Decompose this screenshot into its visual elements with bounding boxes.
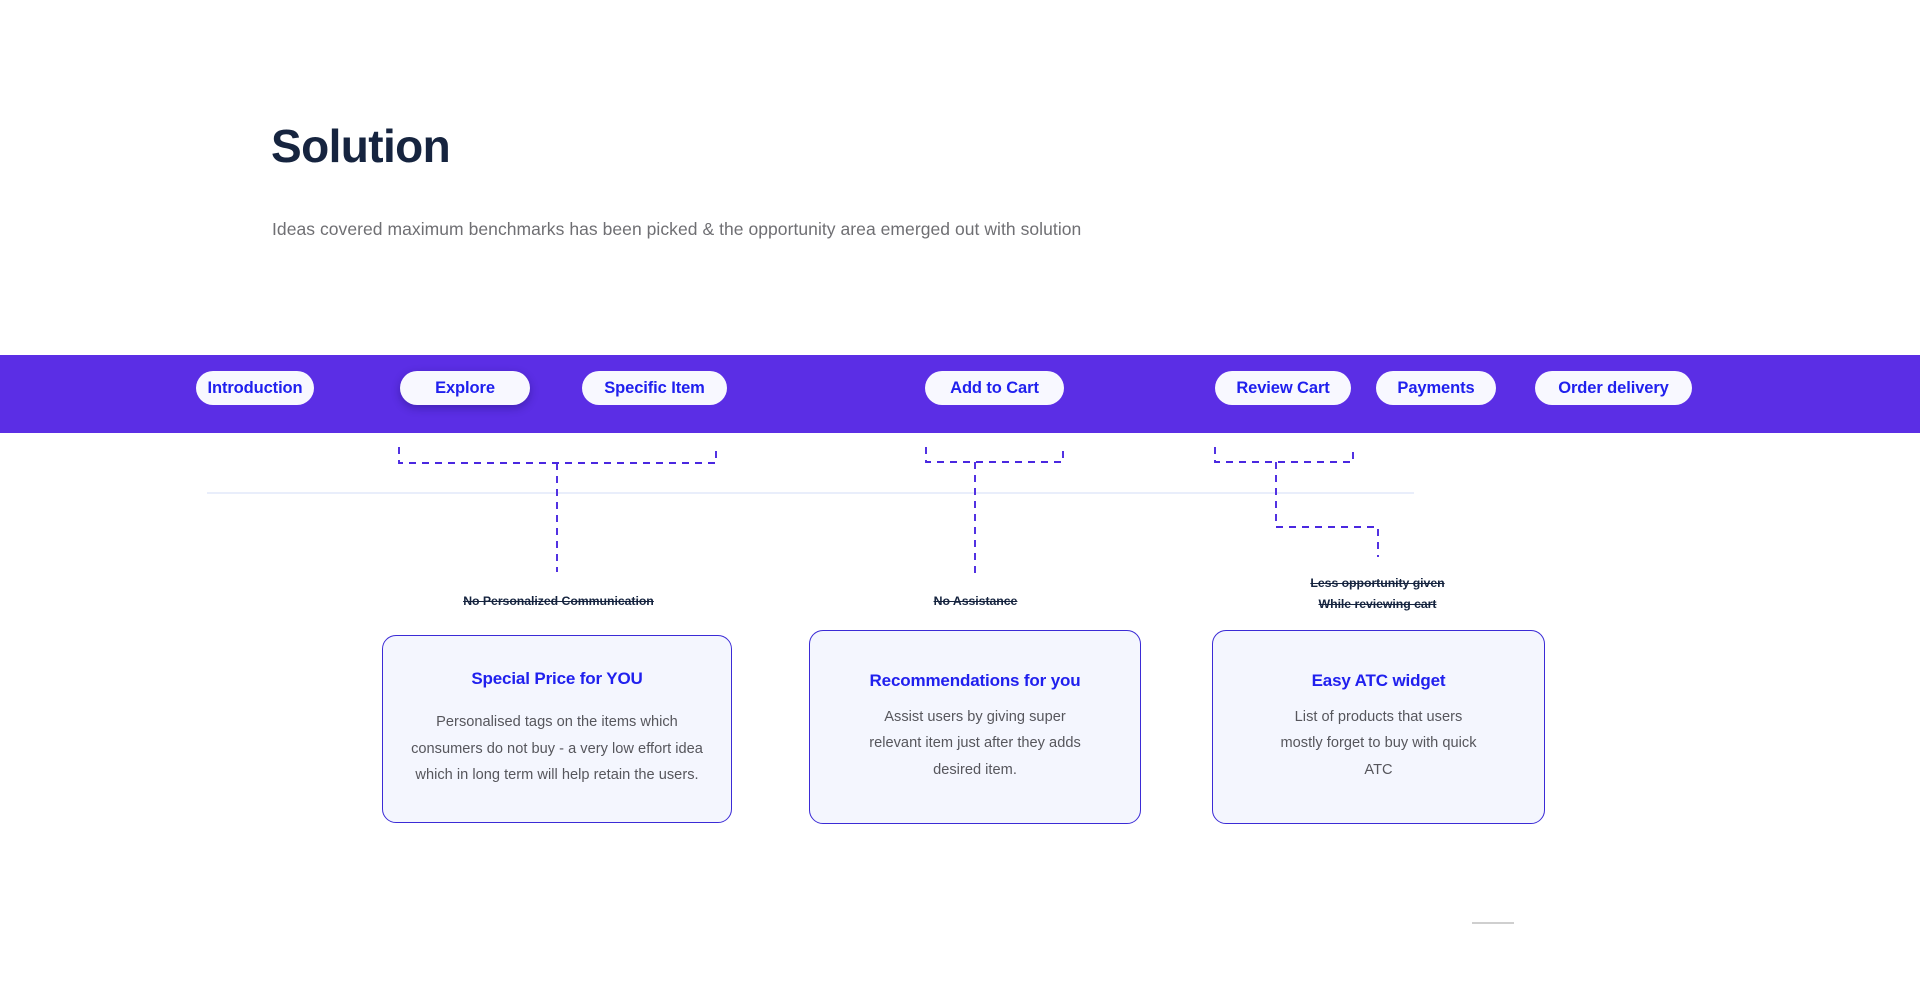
pain-label-line: No Assistance: [933, 594, 1018, 608]
solution-card-title: Easy ATC widget: [1311, 670, 1446, 690]
page-title: Solution: [271, 120, 451, 172]
baseline-divider: [207, 492, 1414, 494]
journey-step-review-cart[interactable]: Review Cart: [1215, 371, 1351, 405]
pain-label-less-opportunity-given: Less opportunity given While reviewing c…: [1300, 573, 1455, 615]
journey-step-introduction[interactable]: Introduction: [196, 371, 314, 405]
journey-step-label: Specific Item: [604, 378, 705, 397]
solution-card-easy-atc-widget[interactable]: Easy ATC widget List of products that us…: [1212, 630, 1545, 824]
footer-divider-mark: [1472, 922, 1514, 924]
pain-label-no-personalized-communication: No Personalized Communication: [451, 591, 666, 612]
journey-step-label: Introduction: [207, 378, 303, 397]
solution-card-title: Special Price for YOU: [471, 669, 643, 689]
pain-label-line: Less opportunity given: [1310, 576, 1445, 590]
connector-path-2: [925, 447, 1064, 578]
journey-step-specific-item[interactable]: Specific Item: [582, 371, 727, 405]
solution-card-title: Recommendations for you: [869, 670, 1081, 690]
pain-label-line: While reviewing cart: [1318, 597, 1437, 612]
solution-card-body: Assist users by giving super relevant it…: [869, 708, 1081, 778]
pain-label-no-assistance: No Assistance: [913, 591, 1038, 612]
solution-card-special-price[interactable]: Special Price for YOU Personalised tags …: [382, 635, 732, 823]
journey-step-payments[interactable]: Payments: [1376, 371, 1496, 405]
journey-step-label: Explore: [435, 378, 495, 397]
journey-step-label: Add to Cart: [950, 378, 1039, 397]
journey-step-label: Payments: [1397, 378, 1475, 397]
connector-path-3: [1214, 447, 1379, 557]
journey-bar: Introduction Explore Specific Item Add t…: [0, 355, 1920, 433]
journey-step-order-delivery[interactable]: Order delivery: [1535, 371, 1692, 405]
journey-step-explore[interactable]: Explore: [400, 371, 530, 405]
journey-step-add-to-cart[interactable]: Add to Cart: [925, 371, 1064, 405]
journey-step-label: Order delivery: [1558, 378, 1669, 397]
solution-card-body: List of products that users mostly forge…: [1280, 708, 1477, 778]
pain-label-line: No Personalized Communication: [463, 594, 654, 608]
page-subtitle: Ideas covered maximum benchmarks has bee…: [272, 219, 1082, 239]
journey-step-label: Review Cart: [1236, 378, 1330, 397]
solution-card-recommendations[interactable]: Recommendations for you Assist users by …: [809, 630, 1141, 824]
solution-card-body: Personalised tags on the items which con…: [411, 714, 703, 784]
connector-path-1: [398, 447, 717, 572]
